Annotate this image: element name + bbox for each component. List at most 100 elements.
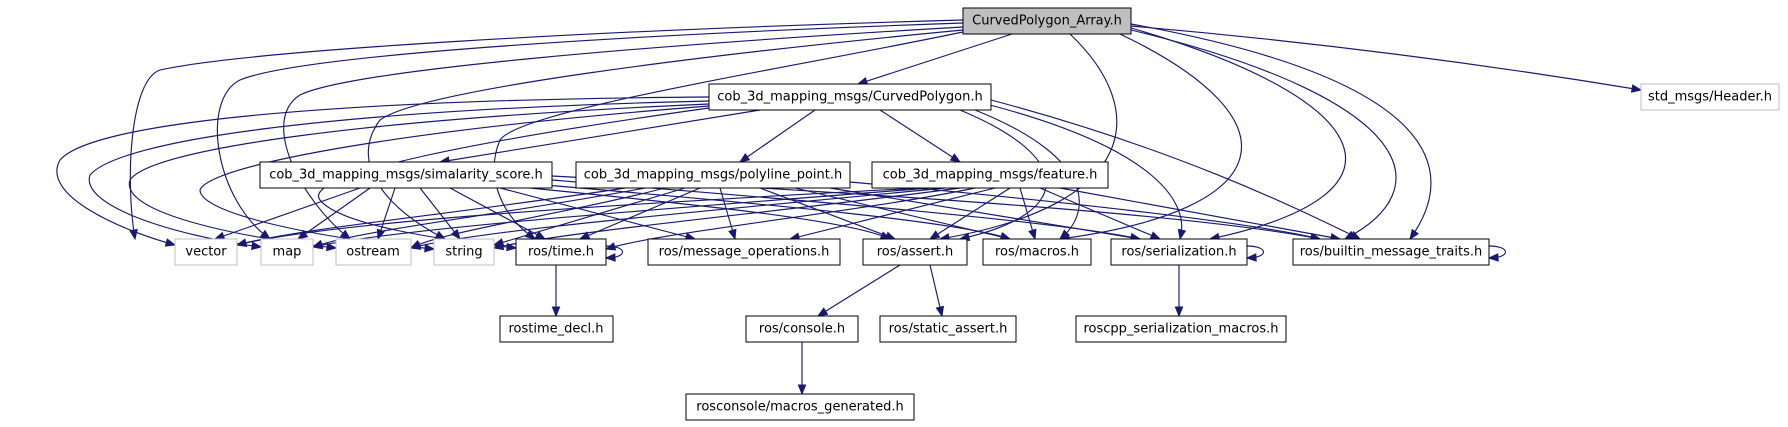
edge-root-to-builtin-traits-a: [1130, 29, 1397, 240]
node-roscpp-serialization-macros-h[interactable]: roscpp_serialization_macros.h: [1075, 315, 1287, 343]
node-label: cob_3d_mapping_msgs/feature.h: [883, 168, 1098, 183]
arrowhead-sim-to-map: [296, 230, 309, 240]
node-label: ros/serialization.h: [1121, 245, 1236, 260]
arrowhead-sim-to-vector: [213, 231, 226, 240]
edge-cp-to-serialization: [989, 104, 1183, 240]
arrowhead-cp-to-feature: [949, 153, 962, 163]
arrowhead-poly-to-msg-ops: [728, 228, 737, 241]
edge-sim-to-map: [297, 187, 371, 240]
edge-cp-to-feature: [879, 109, 961, 163]
edge-cp-to-ostream: [128, 103, 710, 249]
edge-poly-to-ros-time: [579, 187, 701, 240]
node-label: CurvedPolygon_Array.h: [972, 14, 1122, 29]
edge-poly-to-serialization: [829, 187, 1141, 240]
arrowhead-cp-to-ostream: [326, 242, 338, 252]
edge-root-to-header: [1130, 25, 1642, 91]
arrowhead-ros-assert-to-console: [816, 307, 829, 317]
arrowhead-cp-to-map: [251, 241, 263, 251]
edge-cp-to-map: [88, 100, 710, 248]
node-label: vector: [185, 245, 227, 260]
edge-cp-to-polyline: [739, 109, 816, 163]
arrowhead-feat-to-ros-assert: [928, 230, 941, 240]
arrowhead-cp-to-string: [424, 243, 436, 253]
edge-poly-to-ros-macros: [794, 187, 1011, 240]
arrowhead-ros-time-self-loop: [604, 253, 616, 262]
node-curvedpolygon-array-h[interactable]: CurvedPolygon_Array.h: [962, 7, 1132, 35]
arrowhead-sim-to-ros-time: [534, 230, 547, 240]
arrowhead-feat-to-ostream: [409, 241, 422, 250]
arrowhead-cp-to-serialization: [1177, 228, 1187, 241]
arrowhead-feat-to-vector: [235, 238, 248, 248]
node-label: cob_3d_mapping_msgs/simalarity_score.h: [269, 168, 543, 183]
node-ros-message-operations-h[interactable]: ros/message_operations.h: [647, 238, 841, 266]
arrowhead-root-to-header: [1630, 84, 1643, 93]
node-ros-static-assert-h[interactable]: ros/static_assert.h: [879, 315, 1017, 343]
arrowhead-console-to-rosconsole-macros: [797, 384, 807, 396]
node-ros-assert-h[interactable]: ros/assert.h: [862, 238, 968, 266]
node-label: ros/message_operations.h: [659, 245, 830, 260]
node-ros-serialization-h[interactable]: ros/serialization.h: [1110, 238, 1248, 266]
node-polyline-point-h[interactable]: cob_3d_mapping_msgs/polyline_point.h: [575, 161, 851, 189]
edge-cp-to-ros-time: [317, 107, 710, 249]
arrowhead-ros-time-to-rostime-decl: [551, 306, 561, 318]
node-ros-macros-h[interactable]: ros/macros.h: [982, 238, 1092, 266]
arrowhead-serialization-to-roscpp-macros: [1174, 306, 1184, 318]
node-ros-console-h[interactable]: ros/console.h: [745, 315, 859, 343]
arrowhead-feat-to-map: [311, 240, 324, 250]
node-label: rostime_decl.h: [508, 322, 603, 337]
edge-ros-assert-to-console: [817, 264, 901, 317]
node-rostime-decl-h[interactable]: rostime_decl.h: [499, 315, 614, 343]
arrowhead-cp-to-vector: [164, 238, 177, 247]
node-label: ros/assert.h: [877, 245, 954, 260]
edge-sim-to-vector: [214, 187, 361, 240]
node-std-msgs-header-h[interactable]: std_msgs/Header.h: [1640, 83, 1780, 111]
node-rosconsole-macros-generated-h[interactable]: rosconsole/macros_generated.h: [685, 393, 915, 421]
arrowhead-feat-to-string: [492, 241, 505, 251]
edge-root-to-map: [216, 22, 964, 240]
edge-root-to-string: [367, 29, 964, 240]
edge-root-to-curved-polygon: [857, 33, 1013, 85]
node-label: ros/time.h: [528, 245, 594, 260]
arrowhead-root-to-builtin-traits-b: [1409, 228, 1419, 241]
edge-cp-to-builtin-traits: [990, 99, 1361, 240]
edge-feat-to-ros-assert: [929, 187, 1011, 240]
node-label: ostream: [346, 245, 400, 260]
node-ostream[interactable]: ostream: [335, 238, 412, 266]
edge-feat-to-builtin-traits: [1059, 187, 1341, 240]
edge-feat-to-ros-time: [605, 187, 976, 250]
node-vector[interactable]: vector: [174, 238, 238, 266]
arrowhead-cp-to-ros-macros: [1059, 229, 1070, 240]
edge-root-to-ros-time: [493, 31, 964, 240]
node-label: ros/macros.h: [995, 245, 1079, 260]
edge-root-to-ros-assert: [939, 33, 1118, 240]
edge-cp-to-simalarity: [439, 109, 761, 163]
arrowhead-serialization-self-loop: [1245, 253, 1257, 262]
node-label: cob_3d_mapping_msgs/polyline_point.h: [584, 168, 842, 183]
edge-cp-to-vector: [56, 96, 710, 246]
node-map[interactable]: map: [260, 238, 314, 266]
node-feature-h[interactable]: cob_3d_mapping_msgs/feature.h: [871, 161, 1109, 189]
edge-poly-to-ros-assert: [759, 187, 896, 240]
node-ros-time-h[interactable]: ros/time.h: [515, 238, 607, 266]
edge-sim-to-msg-ops: [499, 187, 696, 240]
node-curvedpolygon-h[interactable]: cob_3d_mapping_msgs/CurvedPolygon.h: [708, 83, 992, 111]
edge-feat-to-msg-ops: [789, 187, 996, 240]
node-label: rosconsole/macros_generated.h: [696, 400, 903, 415]
edge-feat-to-vector: [236, 187, 921, 246]
arrowhead-cp-to-polyline: [738, 153, 751, 163]
edge-feat-to-serialization: [1039, 187, 1161, 240]
arrowhead-feat-to-serialization: [1149, 231, 1162, 240]
node-ros-builtin-message-traits-h[interactable]: ros/builtin_message_traits.h: [1292, 238, 1490, 266]
node-label: ros/builtin_message_traits.h: [1300, 245, 1483, 260]
edge-poly-to-string: [493, 187, 686, 246]
node-label: ros/static_assert.h: [889, 322, 1008, 337]
arrowhead-root-to-ostream: [339, 229, 352, 240]
node-label: roscpp_serialization_macros.h: [1084, 322, 1279, 337]
edge-root-to-builtin-traits-b: [1130, 23, 1432, 240]
node-simalarity-score-h[interactable]: cob_3d_mapping_msgs/simalarity_score.h: [259, 161, 553, 189]
node-string[interactable]: string: [433, 238, 495, 266]
node-label: cob_3d_mapping_msgs/CurvedPolygon.h: [717, 90, 983, 105]
node-label: ros/console.h: [759, 322, 845, 337]
arrowhead-root-to-ros-time: [524, 229, 537, 240]
edge-root-to-serialization: [1130, 27, 1347, 240]
